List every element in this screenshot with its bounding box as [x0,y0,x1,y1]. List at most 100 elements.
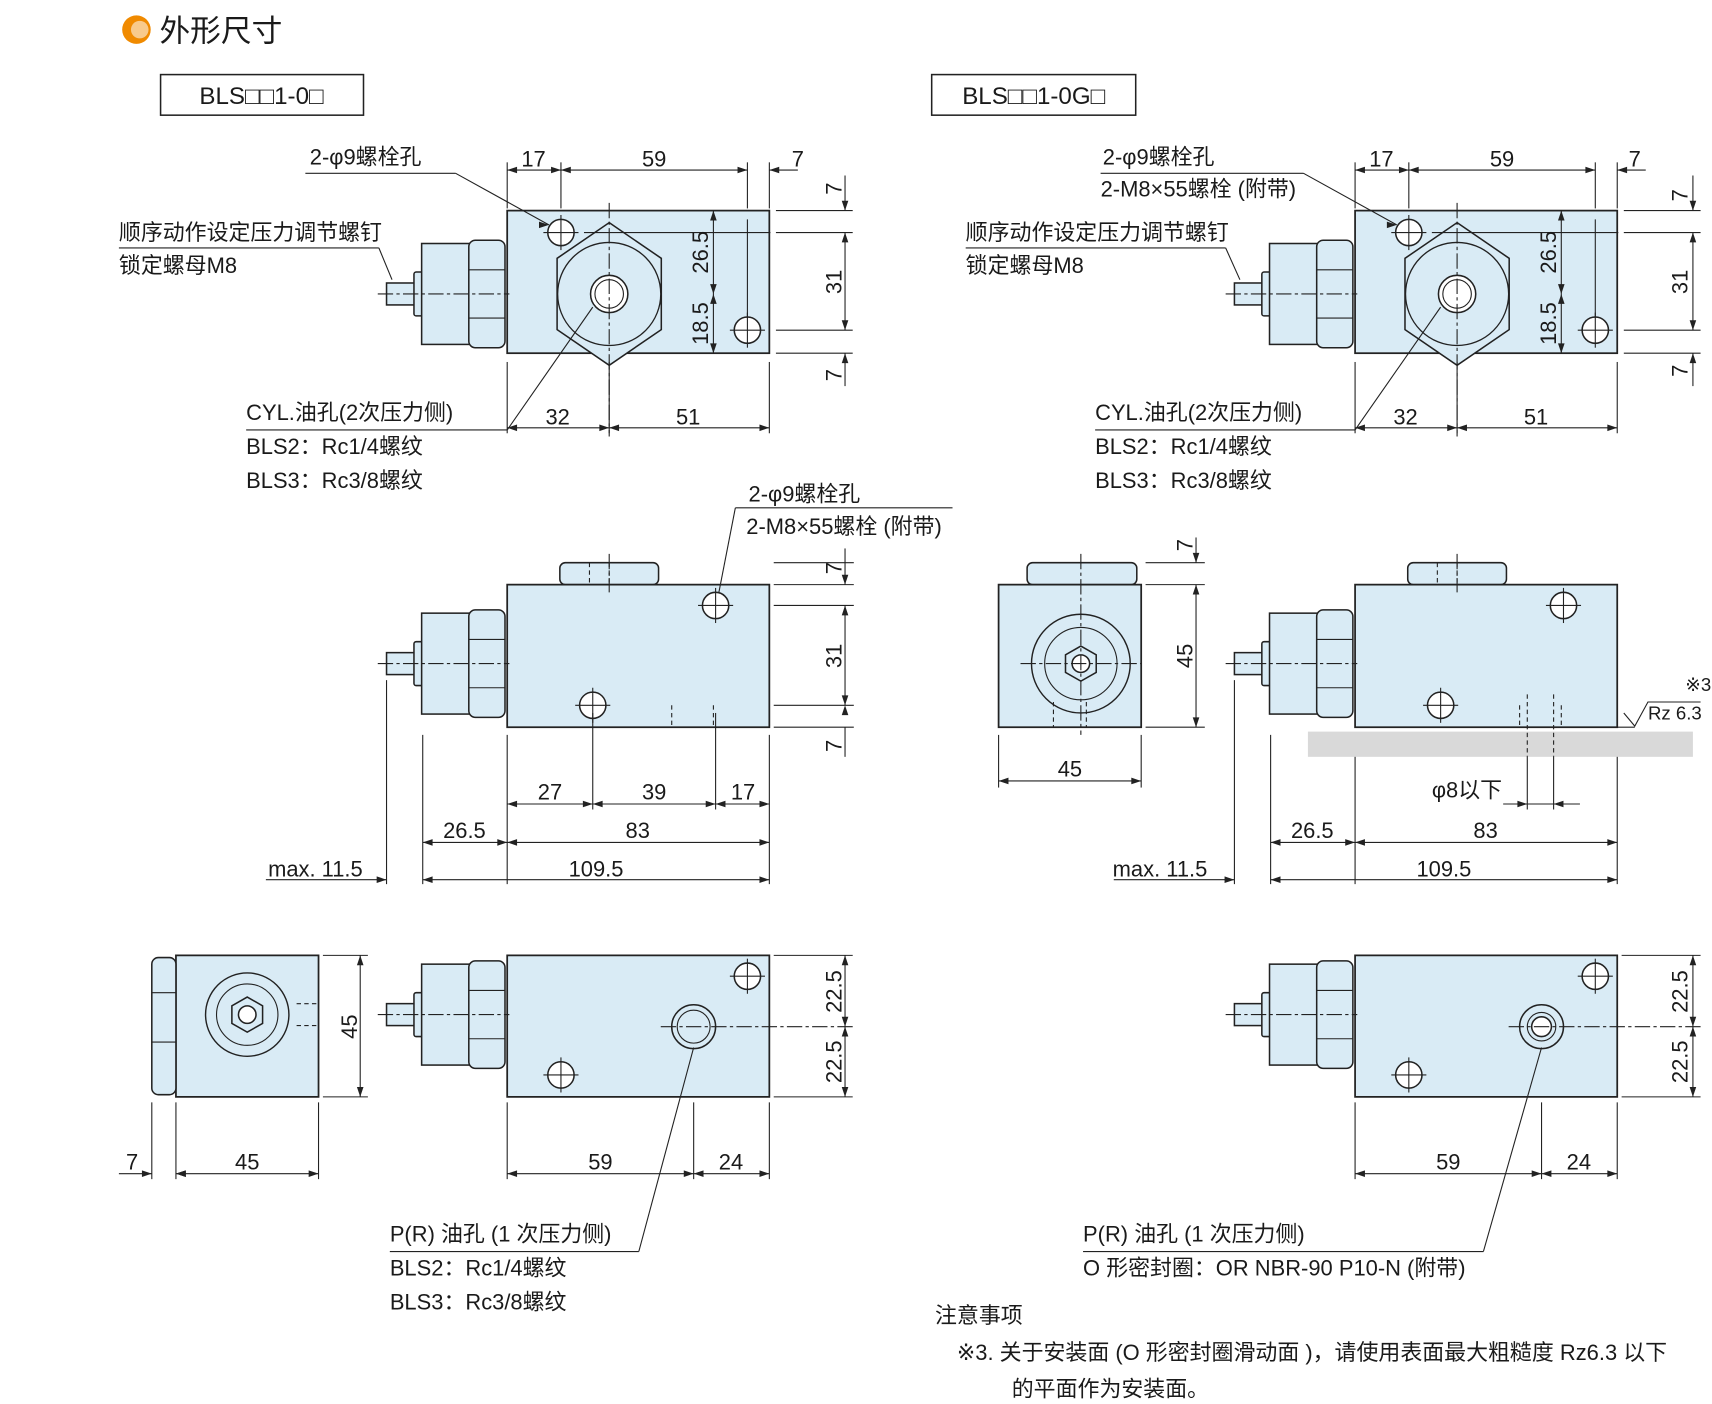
dim-59: 59 [1490,147,1514,172]
dim-v7-top: 7 [822,562,847,574]
dim-side-v7: 7 [1173,539,1198,551]
left-top-view-labels: 2-φ9螺栓孔 顺序动作设定压力调节螺钉 锁定螺母M8 CYL.油孔(2次压力侧… [119,145,847,494]
dim-max-11-5: max. 11.5 [1113,856,1208,881]
arrowhead [507,1170,518,1177]
dim-109-5: 109.5 [569,856,624,881]
arrowhead [507,839,518,846]
arrowhead [1355,424,1365,432]
arrowhead [356,1087,364,1097]
dim-59: 59 [642,147,666,172]
leader [506,306,594,431]
dim-83: 83 [626,818,650,843]
notes: 注意事项 ※3. 关于安装面 (O 形密封圈滑动面 )，请使用表面最大粗糙度 R… [935,1303,1667,1401]
arrowhead [710,284,717,294]
cyl-port-label: CYL.油孔(2次压力侧) [1095,400,1302,425]
dim-32: 32 [1393,404,1417,429]
arrowhead [710,210,717,221]
arrowhead [759,424,770,432]
arrowhead [841,955,849,966]
arrowhead [1689,320,1697,331]
arrowhead [1192,717,1200,728]
dim-24: 24 [719,1149,743,1174]
arrowhead [582,800,593,808]
arrowhead [998,777,1009,785]
arrowhead [759,800,770,808]
arrowhead [841,574,849,585]
bolt-label: 2-M8×55螺栓 (附带) [746,514,942,539]
arrowhead [1689,353,1697,364]
arrowhead [1689,1026,1697,1037]
dim-v7-top: 7 [1667,189,1692,201]
arrowhead [141,1170,152,1177]
left-front-view-labels: 2-φ9螺栓孔 2-M8×55螺栓 (附带) 7 31 7 27 39 17 2… [268,481,942,881]
arrowhead [1558,210,1565,221]
bls3-thread-label: BLS3：Rc3/8螺纹 [1095,468,1272,493]
lock-nut-label: 锁定螺母M8 [119,253,237,278]
arrowhead [1558,284,1565,294]
right-bottom-view-labels: 22.5 22.5 59 24 P(R) 油孔 (1 次压力侧) O 形密封圈：… [1083,970,1692,1280]
arrowhead [841,320,849,331]
arrowhead [841,232,849,243]
arrowhead [1224,876,1235,883]
leader [378,247,393,280]
right-top-view-labels: 2-φ9螺栓孔 2-M8×55螺栓 (附带) 顺序动作设定压力调节螺钉 锁定螺母… [966,145,1693,494]
arrowhead [1398,166,1409,174]
leader [1482,1047,1543,1252]
adjust-screw-label: 顺序动作设定压力调节螺钉 [119,220,382,245]
leader [1303,172,1398,226]
arrowhead [683,1170,694,1177]
model-box-left [159,73,365,116]
leader [718,507,736,593]
dim-51: 51 [1524,404,1548,429]
leader [455,172,550,226]
dim-18-5: 18.5 [1536,302,1561,345]
dim-max-11-5: max. 11.5 [268,856,363,881]
arrowhead [769,166,780,174]
arrowhead [1131,777,1142,785]
dim-109-5: 109.5 [1416,856,1471,881]
oring-label: O 形密封圈：OR NBR-90 P10-N (附带) [1083,1256,1465,1281]
arrowhead [841,705,849,716]
side-hex-nut [151,956,177,1096]
dim-7: 7 [126,1149,138,1174]
dim-7: 7 [1629,147,1641,172]
arrowhead [1447,424,1458,432]
port-center [237,1005,257,1025]
roughness-symbol [1623,701,1701,728]
arrowhead [737,166,748,174]
dim-39: 39 [642,780,666,805]
left-bottom-view-labels: 45 7 45 22.5 22.5 59 24 P(R) 油孔 (1 次压力侧)… [126,970,847,1314]
dim-7: 7 [792,147,804,172]
arrowhead [710,343,717,354]
arrowhead [1531,1170,1542,1177]
arrowhead [1192,584,1200,595]
dim-22-5-bottom: 22.5 [822,1040,847,1083]
p-port-label: P(R) 油孔 (1 次压力侧) [1083,1222,1305,1247]
dim-v31: 31 [1667,270,1692,294]
dim-59: 59 [588,1149,612,1174]
arrowhead [710,293,717,304]
dim-27: 27 [538,780,562,805]
arrowhead [705,800,716,808]
bolt-hole-label: 2-φ9螺栓孔 [1103,145,1215,170]
arrowhead [507,800,518,808]
port-ring [215,983,279,1046]
arrowhead [1558,293,1565,304]
dim-45: 45 [235,1149,259,1174]
arrowhead [693,1170,704,1177]
p-port-label: P(R) 油孔 (1 次压力侧) [390,1222,612,1247]
arrowhead [560,166,571,174]
arrowhead [1607,424,1618,432]
bls2-thread-label: BLS2：Rc1/4螺纹 [1095,434,1272,459]
bls3-thread-label: BLS3：Rc3/8螺纹 [390,1290,567,1315]
arrowhead [1558,343,1565,354]
arrowhead [759,876,770,883]
arrowhead [422,839,433,846]
cyl-port-label: CYL.油孔(2次压力侧) [246,400,453,425]
arrowhead [1386,221,1397,229]
bls3-thread-label: BLS3：Rc3/8螺纹 [246,468,423,493]
arrowhead [1355,839,1365,846]
p-port-thread [676,1009,711,1044]
arrowhead [841,353,849,364]
dim-17: 17 [1369,147,1393,172]
